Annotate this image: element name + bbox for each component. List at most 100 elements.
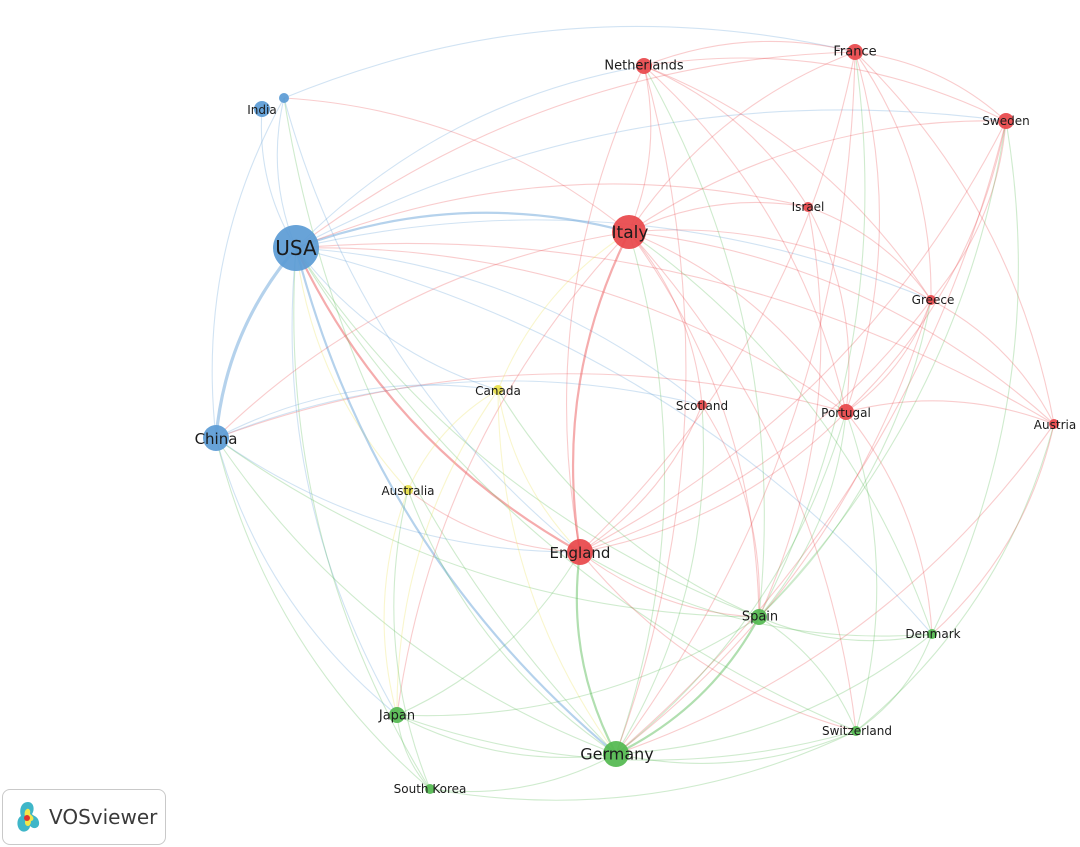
edge-usa-france (295, 51, 856, 249)
label-india[interactable]: India (247, 103, 276, 117)
edge-scotland-germany (615, 404, 705, 755)
edge-usa-austria (295, 242, 1055, 425)
edge-italy-france (628, 51, 856, 233)
node-portugal[interactable] (838, 404, 854, 420)
node-israel[interactable] (803, 202, 813, 212)
edge-spain-japan (396, 616, 760, 717)
node-usa[interactable] (273, 225, 319, 271)
node-australia[interactable] (403, 485, 413, 495)
edge-india2-france (283, 25, 856, 99)
edge-usa-israel (295, 183, 809, 249)
edge-greece-austria (930, 299, 1055, 425)
edge-england-japan (396, 551, 581, 716)
edge-spain-switzerland (758, 616, 857, 732)
edge-usa-japan (291, 247, 398, 716)
edge-sweden-denmark (931, 120, 1019, 635)
node-italy[interactable] (612, 215, 646, 249)
edge-usa-germany (294, 247, 617, 755)
edge-france-sweden (854, 51, 1007, 122)
edge-greece-germany (615, 299, 932, 755)
node-germany[interactable] (603, 741, 629, 767)
edge-switzerland-southkorea (429, 730, 857, 801)
edge-china-portugal (215, 373, 847, 439)
node-japan[interactable] (389, 707, 405, 723)
label-sweden[interactable]: Sweden (982, 114, 1029, 128)
edge-india2-italy (283, 97, 630, 233)
edge-israel-portugal (807, 206, 850, 413)
edge-usa-italy (295, 211, 630, 250)
label-australia[interactable]: Australia (381, 484, 434, 498)
node-netherlands[interactable] (636, 58, 652, 74)
node-china[interactable] (203, 425, 229, 451)
edge-usa-denmark (295, 247, 933, 635)
edge-canada-japan (396, 389, 499, 716)
node-southkorea[interactable] (425, 784, 435, 794)
label-israel[interactable]: Israel (792, 200, 825, 214)
edge-germany-denmark (615, 633, 933, 755)
edge-italy-portugal (628, 231, 847, 413)
edge-usa-switzerland (295, 247, 857, 732)
edge-india2-germany (283, 97, 617, 755)
label-italy[interactable]: Italy (612, 223, 649, 243)
edge-italy-japan (396, 231, 630, 716)
edge-spain-denmark (758, 616, 933, 642)
label-germany[interactable]: Germany (580, 745, 654, 764)
node-france[interactable] (847, 44, 863, 60)
edge-china-italy (215, 231, 630, 439)
label-scotland[interactable]: Scotland (676, 399, 728, 413)
edge-italy-denmark (628, 231, 933, 635)
node-sweden[interactable] (998, 113, 1014, 129)
edge-usa-china (214, 246, 298, 439)
edge-netherlands-sweden (643, 57, 1007, 122)
label-netherlands[interactable]: Netherlands (604, 59, 683, 74)
edge-india2-england (283, 97, 581, 553)
vosviewer-badge[interactable]: VOSviewer (2, 789, 166, 845)
edge-england-canada (497, 389, 581, 553)
node-canada[interactable] (493, 385, 503, 395)
label-southkorea[interactable]: South Korea (394, 782, 467, 796)
edge-italy-canada (497, 231, 630, 391)
label-austria[interactable]: Austria (1034, 418, 1076, 432)
node-switzerland[interactable] (851, 726, 861, 736)
edge-italy-sweden (628, 120, 1007, 233)
edge-italy-netherlands (628, 65, 652, 233)
edge-israel-greece (807, 206, 932, 301)
edge-portugal-austria (845, 400, 1055, 425)
label-japan[interactable]: Japan (378, 709, 415, 724)
node-scotland[interactable] (697, 400, 707, 410)
label-denmark[interactable]: Denmark (905, 627, 960, 641)
node-greece[interactable] (926, 295, 936, 305)
edge-italy-germany (615, 231, 666, 755)
edge-italy-austria (628, 231, 1055, 425)
label-switzerland[interactable]: Switzerland (822, 724, 892, 738)
edge-layer (211, 25, 1055, 801)
node-austria[interactable] (1049, 419, 1059, 429)
edge-sweden-spain (758, 120, 1007, 618)
edge-england-germany (575, 551, 617, 755)
edge-china-spain (215, 437, 760, 618)
edge-italy-israel (628, 201, 809, 233)
node-india2[interactable] (279, 93, 289, 103)
node-india[interactable] (254, 101, 270, 117)
label-usa[interactable]: USA (275, 236, 317, 260)
edge-netherlands-israel (643, 65, 809, 208)
edge-china-canada (215, 384, 499, 439)
label-spain[interactable]: Spain (742, 610, 778, 625)
label-portugal[interactable]: Portugal (821, 406, 871, 420)
edge-italy-greece (628, 229, 932, 301)
label-greece[interactable]: Greece (912, 293, 955, 307)
node-england[interactable] (567, 539, 593, 565)
label-china[interactable]: China (195, 430, 238, 448)
node-denmark[interactable] (927, 629, 937, 639)
edge-india2-china (211, 97, 285, 439)
edge-china-scotland (215, 380, 703, 439)
label-england[interactable]: England (550, 544, 611, 562)
label-france[interactable]: France (833, 45, 876, 60)
edge-canada-spain (497, 389, 760, 618)
node-spain[interactable] (751, 609, 767, 625)
edge-england-australia (407, 489, 581, 553)
edge-portugal-denmark (845, 411, 933, 635)
label-canada[interactable]: Canada (475, 384, 521, 398)
edge-greece-portugal (845, 299, 932, 413)
